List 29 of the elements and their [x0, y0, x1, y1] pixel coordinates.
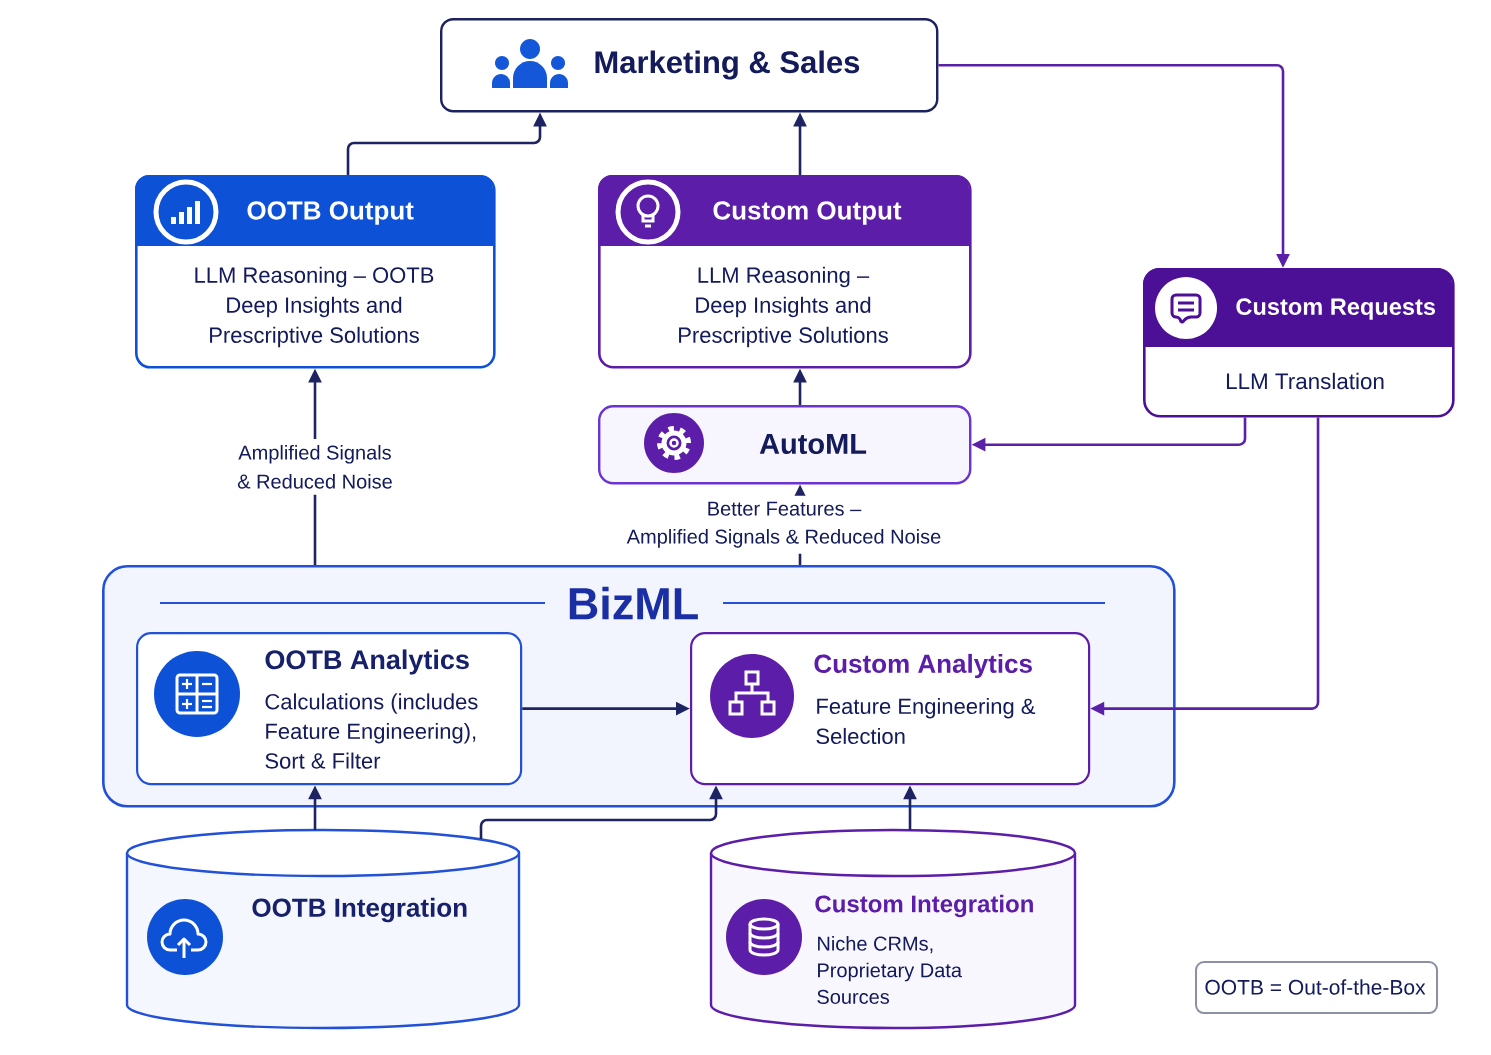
- body-text: Calculations (includes Feature Engineering), Sort & Filter: [265, 693, 478, 769]
- edge-label: Amplified Signals & Reduced Noise: [227, 438, 403, 495]
- card: [598, 175, 972, 369]
- heading: OOTB Integration: [252, 897, 467, 923]
- card: [1143, 268, 1455, 418]
- cylinder: [125, 828, 521, 1030]
- process-box: [598, 405, 972, 485]
- cylinder: [709, 828, 1077, 1030]
- card: [136, 632, 523, 786]
- card-title: Custom Requests: [1236, 298, 1436, 320]
- card: [135, 175, 496, 369]
- body-text: LLM Translation: [1227, 372, 1384, 390]
- body-text: LLM Reasoning – OOTB Deep Insights and Prescriptive Solutions: [195, 266, 434, 348]
- card: [690, 632, 1091, 786]
- note-box: [1195, 961, 1438, 1014]
- card-title: OOTB Analytics: [265, 649, 469, 675]
- body-text: Niche CRMs, Proprietary Data Sources: [817, 936, 962, 1004]
- card-title: Custom Output: [713, 201, 902, 225]
- heading: Custom Integration: [815, 894, 1033, 918]
- group-title: BizML: [569, 586, 698, 620]
- heading: Marketing & Sales: [595, 50, 860, 80]
- body-text: LLM Reasoning – Deep Insights and Prescriptive Solutions: [679, 266, 888, 348]
- body-text: Feature Engineering & Selection: [816, 697, 1036, 745]
- note-text: OOTB = Out-of-the-Box: [1205, 979, 1426, 995]
- card-title: OOTB Output: [247, 201, 414, 225]
- edge-label: Better Features – Amplified Signals & Reduced Noise: [614, 495, 954, 554]
- rounded-box: [440, 18, 939, 113]
- heading: AutoML: [759, 433, 867, 455]
- card-title: Custom Analytics: [814, 653, 1032, 679]
